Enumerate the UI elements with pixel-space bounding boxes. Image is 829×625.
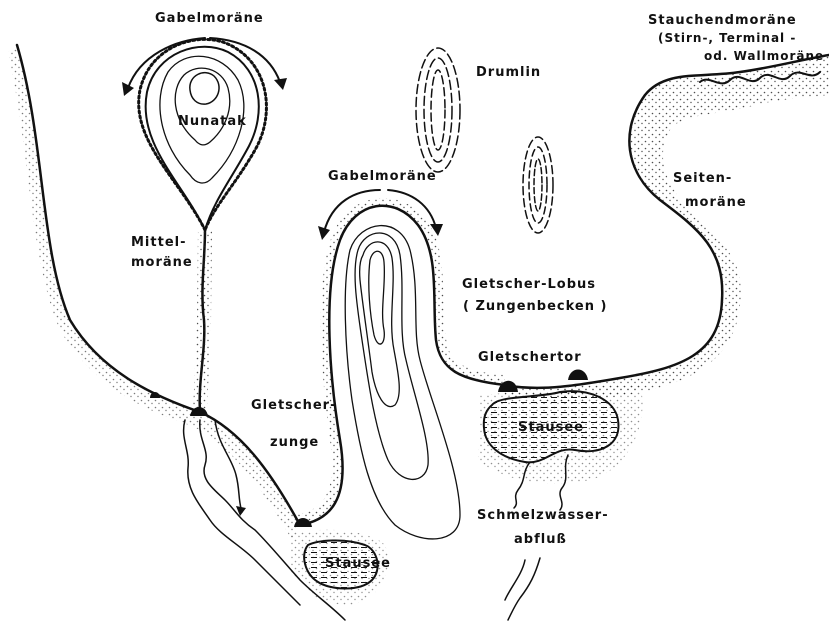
left-margin-stipple <box>8 45 300 540</box>
medial-moraine-stipple <box>193 230 212 412</box>
gletschertor-right <box>568 370 588 381</box>
meltwater-stream-right-3 <box>505 560 525 600</box>
label-gletschertor: Gletschertor <box>478 351 582 364</box>
gabelmoraene-top-arrow-left <box>128 38 205 88</box>
arrowhead-icon <box>274 78 287 90</box>
label-stauchendmoraene-2: (Stirn-, Terminal - <box>658 32 796 44</box>
label-gletscherzunge-2: zunge <box>270 436 319 449</box>
arrowhead-icon <box>318 226 330 240</box>
label-stauchendmoraene-1: Stauchendmoräne <box>648 14 797 27</box>
label-gabelmoraene-top: Gabelmoräne <box>155 12 264 25</box>
central-tongue-contour-4 <box>369 251 385 344</box>
central-tongue-contour-2 <box>355 233 428 479</box>
drumlin-large <box>416 48 460 172</box>
drumlin-small <box>523 137 553 233</box>
nunatak-contour-2 <box>175 68 230 145</box>
label-drumlin: Drumlin <box>476 66 541 79</box>
label-nunatak: Nunatak <box>178 115 247 128</box>
label-stauchendmoraene-3: od. Wallmoräne <box>704 50 824 62</box>
label-mittelmoraene-2: moräne <box>131 256 193 269</box>
central-tongue-contour-1 <box>345 226 460 539</box>
nunatak-summit <box>190 73 219 104</box>
label-schmelzwasser-2: abfluß <box>514 533 567 546</box>
arrowhead-icon <box>122 82 134 96</box>
label-seitenmoraene-2: moräne <box>685 196 747 209</box>
meltwater-stream-right-4 <box>508 558 540 620</box>
label-gletscherzunge-1: Gletscher- <box>251 399 336 412</box>
nunatak-outer-line <box>146 47 259 230</box>
label-stausee-bottom: Stausee <box>325 557 391 570</box>
label-stausee-right: Stausee <box>518 421 584 434</box>
central-tongue-contour-3 <box>360 242 400 407</box>
label-gabelmoraene-mid: Gabelmoräne <box>328 170 437 183</box>
label-mittelmoraene-1: Mittel- <box>131 236 187 249</box>
label-schmelzwasser-1: Schmelzwasser- <box>477 509 609 522</box>
label-zungenbecken: ( Zungenbecken ) <box>463 300 607 313</box>
label-seitenmoraene-1: Seiten- <box>673 172 732 185</box>
label-gletscher-lobus: Gletscher-Lobus <box>462 278 596 291</box>
